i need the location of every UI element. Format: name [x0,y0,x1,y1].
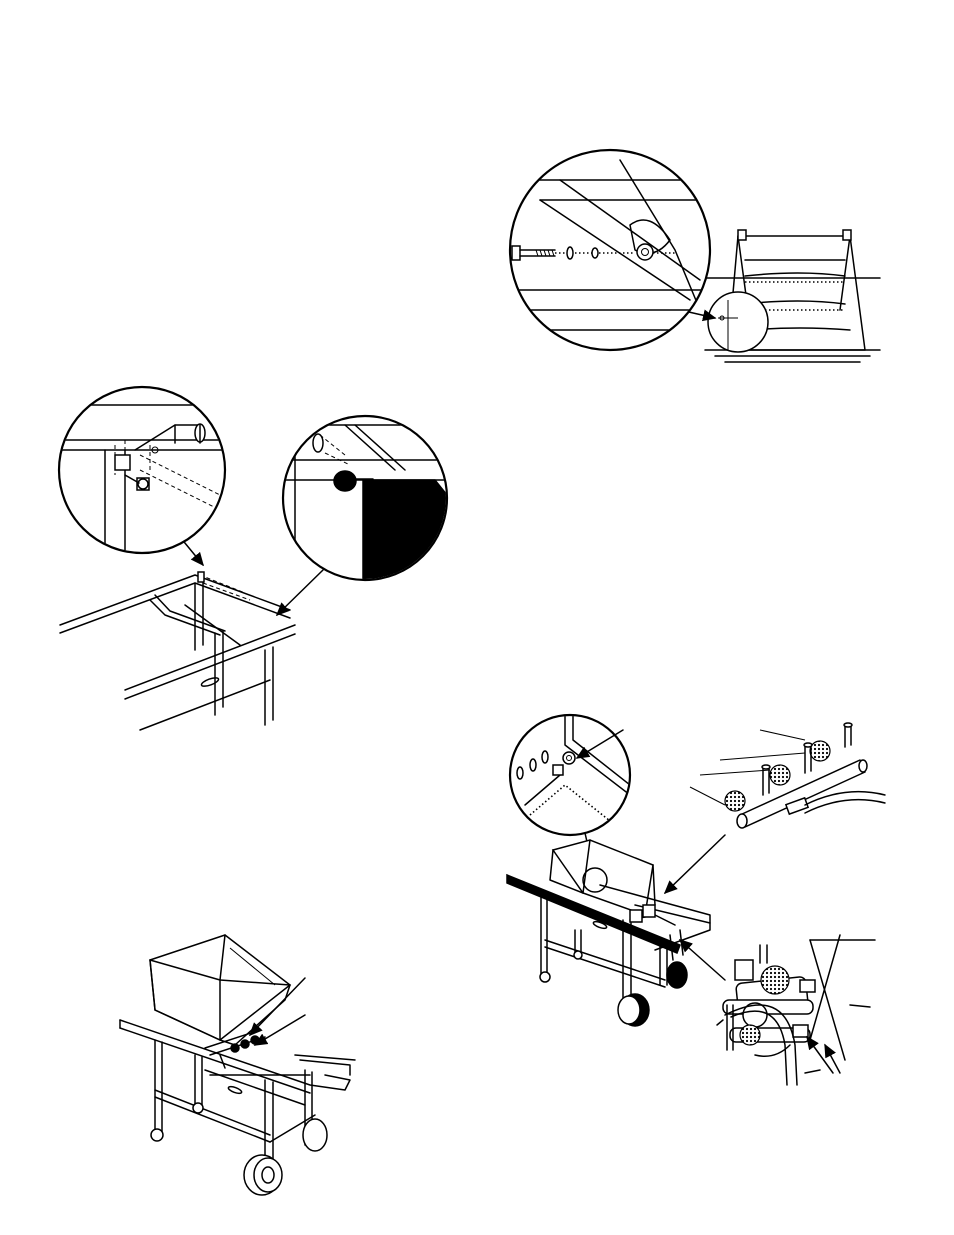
valve-manifold [690,723,885,828]
arrow-icon [825,1045,840,1073]
arrow-icon [277,570,323,615]
valve-side-detail [717,935,875,1085]
arrow-icon [807,1037,833,1073]
figure-firebox-on-cart [110,930,375,1200]
firebox [150,935,290,1045]
nut-icon [637,244,653,260]
zoom-circle-bolt [500,150,730,350]
zoom-circle-washer [510,715,630,835]
firebox-small-view [705,230,880,362]
zoom-circle-right [275,416,455,605]
lock-washer-icon [567,247,573,259]
arrow-icon [665,835,725,893]
hose-icon [805,792,885,813]
figure-crossbar-bolt-detail [55,385,450,745]
zoom-circle-left [45,387,235,565]
cart-frame-section [60,572,295,730]
cart-wheels [151,1103,327,1195]
grill-cart [507,840,710,1026]
figure-burner-bracket-bolt [500,150,900,380]
figure-burner-valve-assembly [505,715,890,1095]
